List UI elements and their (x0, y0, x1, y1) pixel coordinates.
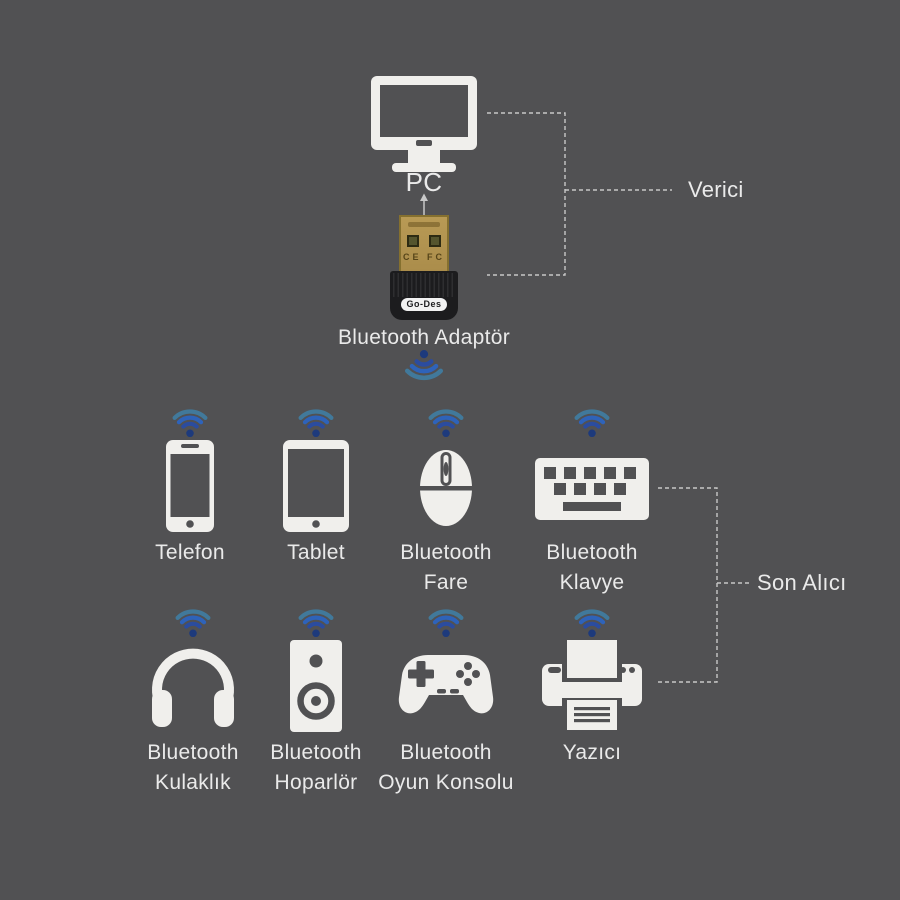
wifi-signal-icon (293, 404, 339, 438)
device-label: Bluetooth (147, 741, 239, 764)
usb-certification-marks: CE FC (403, 252, 445, 262)
tablet-icon (283, 440, 349, 532)
headphones-icon (152, 648, 234, 727)
device-label: Tablet (287, 541, 345, 564)
wifi-signal-icon (569, 404, 615, 438)
device-label: Yazıcı (562, 741, 622, 764)
wifi-signal-icon (170, 604, 216, 638)
device-oyun-konsolu: Bluetooth Oyun Konsolu (366, 604, 526, 798)
adapter-body: Go-Des (390, 271, 458, 320)
speaker-icon (290, 640, 342, 732)
printer-icon (542, 640, 642, 730)
son-alici-bracket (658, 487, 718, 683)
transmitter-bracket-label: Verici (688, 177, 744, 202)
wifi-signal-icon (167, 404, 213, 438)
device-label: Telefon (155, 541, 225, 564)
device-label: Bluetooth (400, 541, 492, 564)
phone-icon (166, 440, 214, 532)
device-fare: Bluetooth Fare (366, 404, 526, 598)
usb-adapter-icon: CE FC Go-Des (390, 212, 458, 320)
keyboard-icon (535, 458, 649, 520)
brand-logo: Go-Des (401, 298, 447, 311)
device-tablet: Tablet (236, 404, 396, 568)
device-label-line2: Fare (423, 571, 469, 594)
wifi-signal-icon (423, 604, 469, 638)
device-yazici: Yazıcı (512, 604, 672, 768)
wifi-signal-icon (423, 404, 469, 438)
device-label-line2: Oyun Konsolu (378, 771, 514, 794)
device-label-line2: Kulaklık (155, 771, 231, 794)
adapter-label: Bluetooth Adaptör (337, 326, 511, 349)
device-telefon: Telefon (110, 404, 270, 568)
pc-monitor-icon (371, 76, 477, 172)
usb-contact-hole (407, 235, 419, 247)
usb-contact-hole (429, 235, 441, 247)
device-label-line2: Hoparlör (274, 771, 358, 794)
adapter-signal-icon (399, 349, 449, 386)
device-label: Bluetooth (400, 741, 492, 764)
mouse-icon (420, 450, 472, 526)
pc-label: PC (405, 167, 443, 197)
device-kulaklik: Bluetooth Kulaklık (113, 604, 273, 798)
device-label: Bluetooth (546, 541, 638, 564)
device-klavye: Bluetooth Klavye (512, 404, 672, 598)
usb-connector: CE FC (399, 215, 449, 273)
gamepad-icon (398, 655, 494, 714)
verici-bracket (487, 112, 566, 276)
device-hoparlor: Bluetooth Hoparlör (236, 604, 396, 798)
receiver-bracket-label: Son Alıcı (757, 570, 847, 595)
device-label: Bluetooth (270, 741, 362, 764)
wifi-signal-icon (569, 604, 615, 638)
device-label-line2: Klavye (559, 571, 625, 594)
adapter-grip-ridges (393, 273, 455, 297)
usb-etched-text (407, 222, 441, 227)
wifi-signal-icon (293, 604, 339, 638)
